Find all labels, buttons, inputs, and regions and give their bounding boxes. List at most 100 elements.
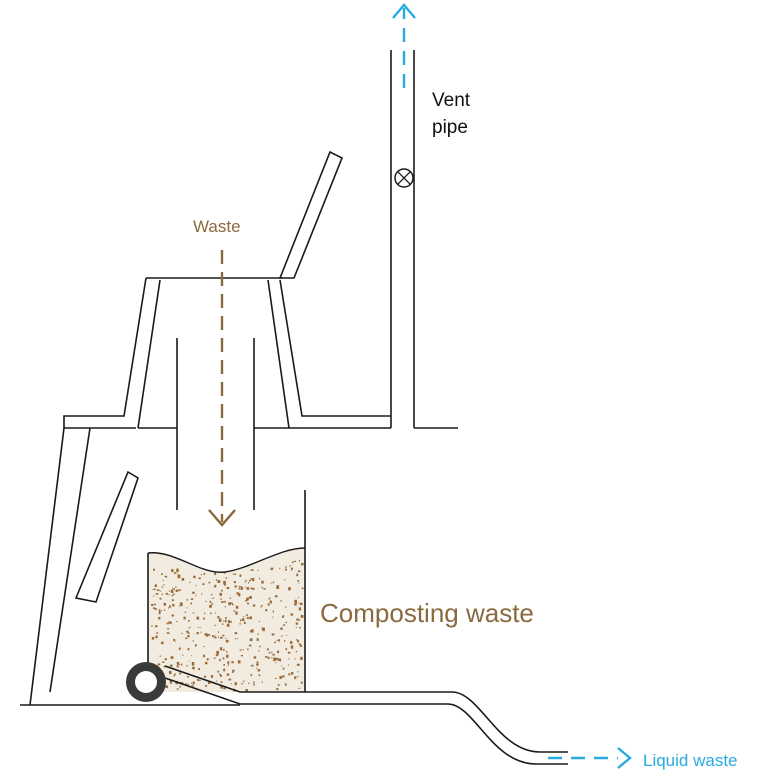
compost-speck <box>274 595 278 598</box>
compost-speck <box>298 643 301 645</box>
compost-speck <box>237 638 239 639</box>
compost-speck <box>290 569 292 571</box>
compost-speck <box>187 635 190 638</box>
compost-speck <box>190 655 192 657</box>
compost-speck <box>223 664 225 666</box>
compost-speck <box>168 607 170 609</box>
access-hatch <box>74 470 139 603</box>
compost-speck <box>263 588 266 590</box>
compost-speck <box>186 607 188 609</box>
compost-speck <box>228 602 231 606</box>
compost-speck <box>216 650 219 655</box>
compost-speck <box>203 654 206 658</box>
compost-speck <box>156 632 159 634</box>
compost-speck <box>256 638 259 641</box>
compost-speck <box>245 600 247 602</box>
compost-speck <box>291 567 294 570</box>
compost-speck <box>279 676 282 679</box>
liquid-flow-arrow-icon <box>548 747 632 769</box>
compost-speck <box>242 649 244 651</box>
compost-speck <box>238 585 241 588</box>
compost-speck <box>240 587 244 590</box>
pedestal-right-inner <box>267 279 290 429</box>
compost-speck <box>219 636 223 639</box>
compost-speck <box>282 675 285 678</box>
compost-speck <box>172 604 175 607</box>
wheel-icon <box>126 662 166 702</box>
compost-speck <box>171 569 174 573</box>
compost-speck <box>297 570 301 573</box>
compost-speck <box>249 580 251 582</box>
compost-speck <box>249 616 252 620</box>
compost-speck <box>267 657 270 659</box>
compost-speck <box>188 660 190 662</box>
compost-speck <box>280 665 282 667</box>
compost-speck <box>270 567 274 570</box>
compost-speck <box>188 627 190 629</box>
compost-speck <box>282 667 285 670</box>
compost-speck <box>298 560 300 562</box>
compost-speck <box>220 686 223 689</box>
compost-speck <box>261 586 263 589</box>
compost-speck <box>151 604 154 606</box>
compost-speck <box>185 637 188 640</box>
compost-speck <box>225 577 228 579</box>
compost-speck <box>247 602 249 605</box>
compost-speck <box>215 654 219 657</box>
compost-speck <box>276 585 280 589</box>
compost-speck <box>247 582 250 584</box>
compost-speck <box>195 689 197 691</box>
compost-speck <box>251 629 254 632</box>
compost-speck <box>153 588 156 591</box>
compost-speck <box>294 658 296 660</box>
label-pipe: pipe <box>432 117 468 138</box>
compost-speck <box>248 644 252 647</box>
compost-speck <box>249 570 251 571</box>
compost-speck <box>295 627 297 628</box>
compost-speck <box>190 598 194 600</box>
compost-speck <box>252 587 255 590</box>
compost-speck <box>174 641 176 642</box>
compost-speck <box>278 639 280 642</box>
compost-speck <box>223 620 225 622</box>
compost-speck <box>272 610 274 613</box>
compost-speck <box>246 617 250 619</box>
compost-speck <box>187 683 189 686</box>
compost-speck <box>177 574 181 579</box>
compost-speck <box>290 641 293 644</box>
compost-speck <box>256 663 259 666</box>
compost-speck <box>270 582 272 584</box>
compost-speck <box>291 672 294 675</box>
compost-speck <box>232 573 235 575</box>
compost-speck <box>297 640 300 643</box>
compost-speck <box>188 620 190 622</box>
compost-speck <box>203 573 206 575</box>
compost-speck <box>266 648 269 651</box>
compost-speck <box>246 597 249 600</box>
compost-speck <box>249 596 252 599</box>
compost-speck <box>211 603 214 605</box>
compost-speck <box>217 631 219 633</box>
compost-texture <box>151 560 304 692</box>
compost-speck <box>156 589 160 591</box>
compost-speck <box>235 605 239 609</box>
compost-speck <box>205 600 207 602</box>
compost-speck <box>192 612 195 614</box>
waste-flow-arrow-icon <box>208 250 236 527</box>
compost-speck <box>185 630 189 633</box>
compost-speck <box>209 604 212 608</box>
compost-speck <box>301 587 304 590</box>
compost-speck <box>157 663 161 666</box>
compost-speck <box>294 599 297 603</box>
compost-speck <box>275 657 278 660</box>
compost-speck <box>239 649 242 651</box>
compost-speck <box>222 657 225 660</box>
compost-speck <box>155 635 158 639</box>
drain-channel-bottom <box>164 677 568 765</box>
compost-speck <box>224 619 227 623</box>
compost-speck <box>223 668 226 672</box>
compost-speck <box>284 568 287 571</box>
compost-speck <box>159 597 162 600</box>
compost-speck <box>252 578 255 582</box>
